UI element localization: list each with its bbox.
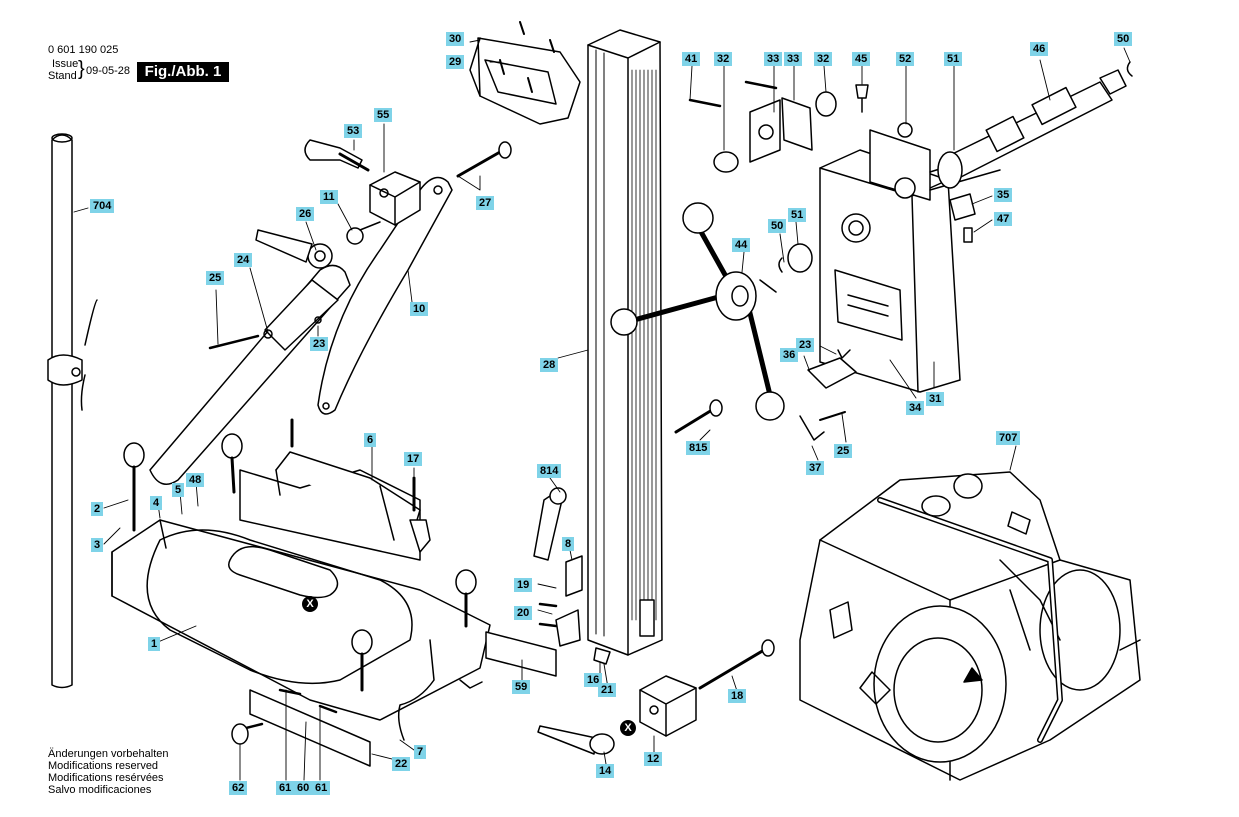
leader-lines [73,39,1131,781]
callout-3: 3 [91,538,104,552]
callout-16: 16 [584,673,603,687]
lever-814 [533,487,611,665]
callout-23: 23 [796,338,815,352]
callout-5: 5 [172,483,185,497]
stand-label: Stand [48,70,77,82]
callout-34: 34 [906,401,925,415]
callout-815: 815 [686,441,711,455]
callout-37: 37 [806,461,825,475]
callout-12: 12 [644,752,663,766]
part-number: 0 601 190 025 [48,44,119,56]
callout-4: 4 [150,496,163,510]
callout-27: 27 [476,196,495,210]
callout-14: 14 [596,764,615,778]
callout-21: 21 [598,683,617,697]
carriage-31 [819,122,1001,393]
callout-26: 26 [296,207,315,221]
callout-10: 10 [410,302,429,316]
top-cap-30 [469,21,581,125]
callout-55: 55 [374,108,393,122]
tilt-arm-24 [149,221,381,485]
column-28 [587,29,663,656]
base-1 [111,451,491,721]
note-en: Modifications reserved [48,760,159,772]
rod-704 [47,133,98,689]
callout-41: 41 [682,52,701,66]
note-es: Salvo modificaciones [48,784,152,796]
callout-32: 32 [814,52,833,66]
brace: } [78,58,85,80]
callout-19: 19 [514,578,533,592]
callout-6: 6 [364,433,377,447]
callout-31: 31 [926,392,945,406]
callout-28: 28 [540,358,559,372]
callout-52: 52 [896,52,915,66]
rails [231,631,557,767]
issue-date: 09-05-28 [86,65,131,77]
callout-44: 44 [732,238,751,252]
callout-50: 50 [768,219,787,233]
note-fr: Modifications resérvées [48,772,164,784]
note-de: Änderungen vorbehalten [48,748,169,760]
callout-46: 46 [1030,42,1049,56]
spindle-46 [937,61,1133,189]
cross-handle-44 [610,202,785,421]
eye-bolts [123,418,477,692]
callout-20: 20 [514,606,533,620]
callout-59: 59 [512,680,531,694]
callout-18: 18 [728,689,747,703]
callout-60: 60 [294,781,313,795]
callout-35: 35 [994,188,1013,202]
motor-707 [799,471,1141,781]
callout-25: 25 [206,271,225,285]
callout-29: 29 [446,55,465,69]
modification-notes: Änderungen vorbehalten Modifications res… [48,748,168,796]
callout-51: 51 [788,208,807,222]
callout-30: 30 [446,32,465,46]
callout-23: 23 [310,337,329,351]
callout-2: 2 [91,502,104,516]
callout-1: 1 [148,637,161,651]
callout-33: 33 [784,52,803,66]
callout-48: 48 [186,473,205,487]
callout-62: 62 [229,781,248,795]
callout-36: 36 [780,348,799,362]
clamp-block-55 [304,139,421,226]
callout-704: 704 [90,199,115,213]
issue-label: Issue [52,58,79,70]
callout-32: 32 [714,52,733,66]
callout-61: 61 [276,781,295,795]
callout-25: 25 [834,444,853,458]
bolts [674,399,775,690]
callout-53: 53 [344,124,363,138]
callout-8: 8 [562,537,575,551]
callout-22: 22 [392,757,411,771]
small-parts-carriage [688,80,976,441]
callout-17: 17 [404,452,423,466]
callout-7: 7 [414,745,427,759]
callout-707: 707 [996,431,1021,445]
x-marker: X [620,720,636,736]
strut-arm-10 [317,141,512,415]
callout-11: 11 [320,190,338,204]
callout-47: 47 [994,212,1013,226]
callout-814: 814 [537,464,562,478]
callout-61: 61 [312,781,331,795]
block-12 [537,675,697,755]
callout-33: 33 [764,52,783,66]
callout-50: 50 [1114,32,1133,46]
callout-24: 24 [234,253,253,267]
figure-label: Fig./Abb. 1 [137,62,229,82]
callout-51: 51 [944,52,963,66]
x-marker: X [302,596,318,612]
callout-45: 45 [852,52,871,66]
